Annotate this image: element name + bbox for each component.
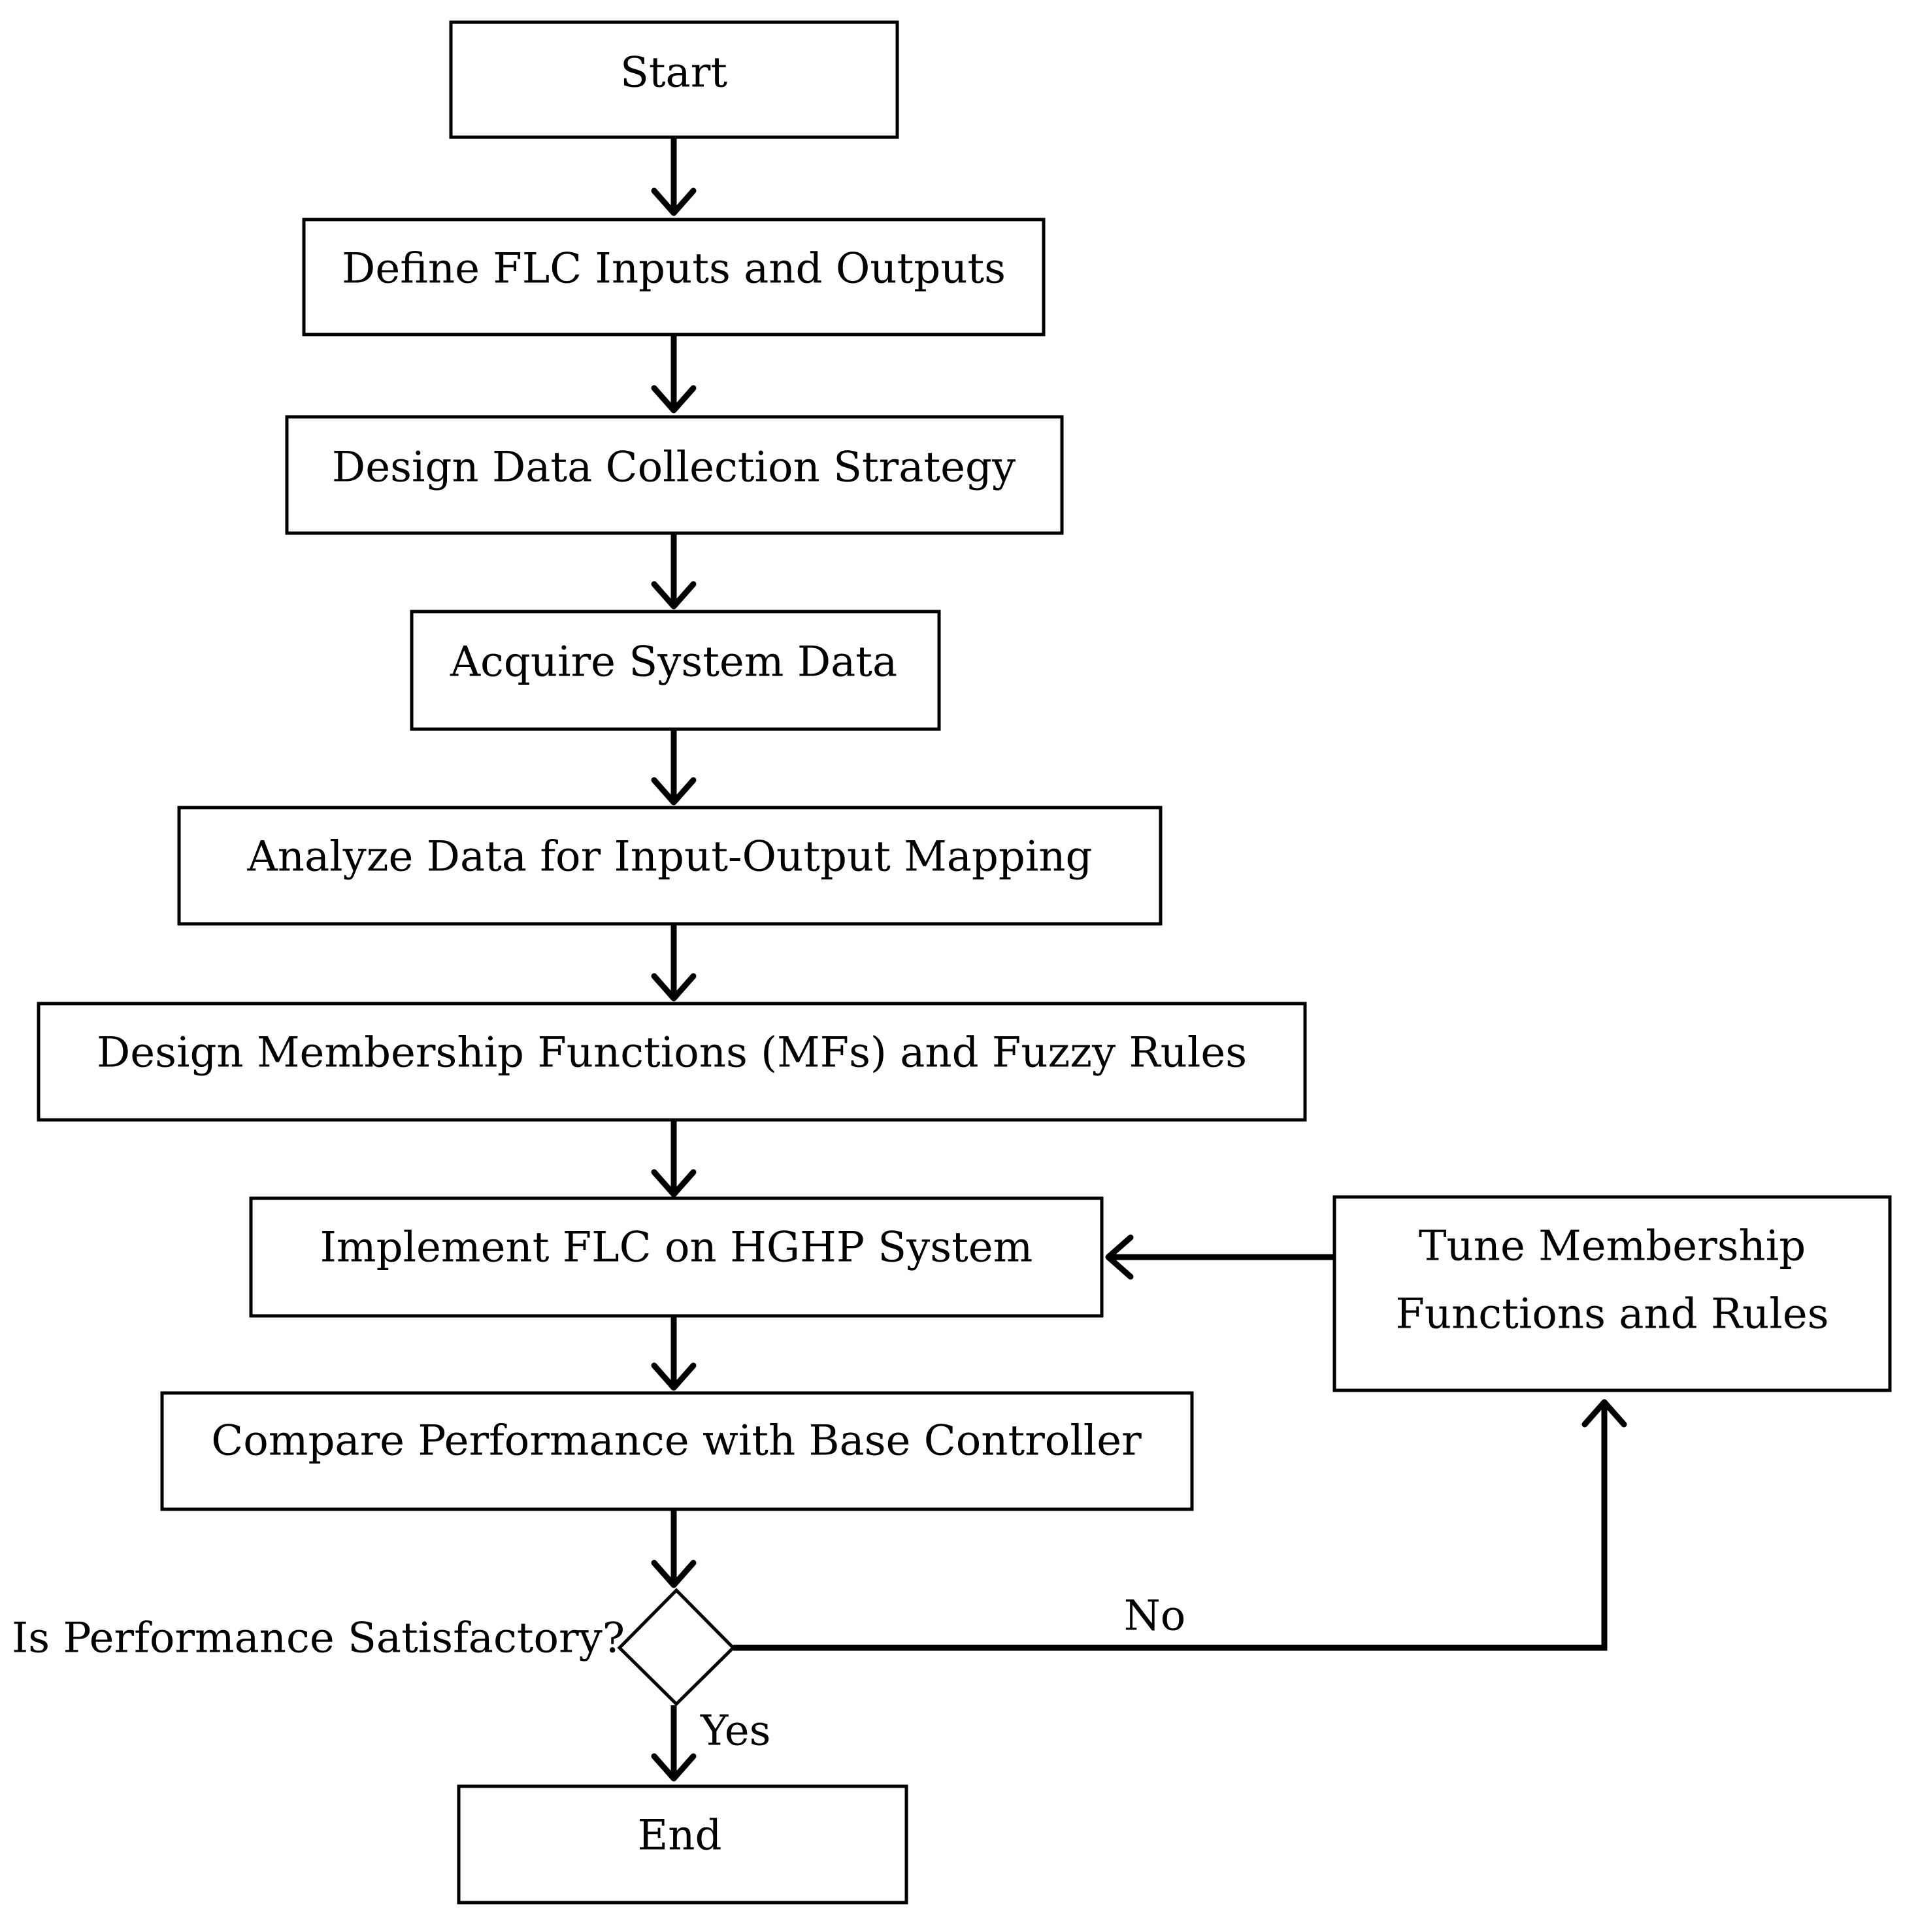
arrowhead-down xyxy=(651,581,697,610)
step-implement-flc: Implement FLC on HGHP System xyxy=(249,1196,1104,1318)
step-compare-performance: Compare Performance with Base Controller xyxy=(160,1391,1194,1511)
step-analyze-data: Analyze Data for Input-Output Mapping xyxy=(177,806,1163,926)
step-define-label: Define FLC Inputs and Outputs xyxy=(342,245,1006,293)
step-design-data-box xyxy=(285,415,1064,535)
arrowhead-down xyxy=(651,385,697,414)
step-tune-label-line1: Tune Membership xyxy=(1419,1222,1806,1271)
step-tune-membership: Tune Membership Functions and Rules xyxy=(1332,1195,1892,1392)
decision-diamond xyxy=(617,1588,736,1707)
connectors xyxy=(670,137,1608,1776)
arrowhead-down xyxy=(651,1169,697,1198)
step-analyze-label: Analyze Data for Input-Output Mapping xyxy=(247,833,1093,881)
step-start: Start xyxy=(449,20,899,139)
step-implement-box xyxy=(249,1196,1104,1318)
decision-yes-label: Yes xyxy=(700,1707,770,1756)
step-end: End xyxy=(457,1784,908,1905)
step-design-mf-label: Design Membership Functions (MFs) and Fu… xyxy=(97,1029,1247,1077)
arrowhead-down xyxy=(651,1362,697,1391)
arrow-decision-no-to-tune xyxy=(733,1405,1608,1651)
step-end-box xyxy=(457,1784,908,1905)
arrowheads xyxy=(651,188,1627,1782)
arrowhead-left xyxy=(1105,1234,1134,1280)
decision-performance: Is Performance Satisfactory? No Yes xyxy=(12,1588,1186,1756)
decision-question: Is Performance Satisfactory? xyxy=(12,1614,625,1663)
step-design-mf-box xyxy=(37,1002,1307,1122)
step-start-label: Start xyxy=(620,49,727,97)
step-compare-box xyxy=(160,1391,1194,1511)
decision-no-label: No xyxy=(1124,1592,1186,1641)
step-acquire-box xyxy=(410,610,941,731)
step-implement-label: Implement FLC on HGHP System xyxy=(320,1224,1033,1272)
step-start-box xyxy=(449,20,899,139)
arrowhead-down xyxy=(651,777,697,806)
step-design-data-collection: Design Data Collection Strategy xyxy=(285,415,1064,535)
step-design-membership-functions: Design Membership Functions (MFs) and Fu… xyxy=(37,1002,1307,1122)
step-analyze-box xyxy=(177,806,1163,926)
step-tune-box xyxy=(1332,1195,1892,1392)
step-define-box xyxy=(302,218,1046,336)
step-acquire-label: Acquire System Data xyxy=(450,638,897,687)
step-tune-label-line2: Functions and Rules xyxy=(1395,1290,1828,1339)
step-end-label: End xyxy=(638,1812,722,1860)
step-compare-label: Compare Performance with Base Controller xyxy=(211,1417,1142,1465)
arrowhead-down xyxy=(651,973,697,1002)
arrowhead-down xyxy=(651,1753,697,1782)
arrowhead-down xyxy=(651,188,697,216)
step-design-data-label: Design Data Collection Strategy xyxy=(332,444,1016,492)
step-define-inputs-outputs: Define FLC Inputs and Outputs xyxy=(302,218,1046,336)
arrowhead-up xyxy=(1581,1399,1627,1428)
arrowhead-down xyxy=(651,1560,697,1588)
step-acquire-system-data: Acquire System Data xyxy=(410,610,941,731)
